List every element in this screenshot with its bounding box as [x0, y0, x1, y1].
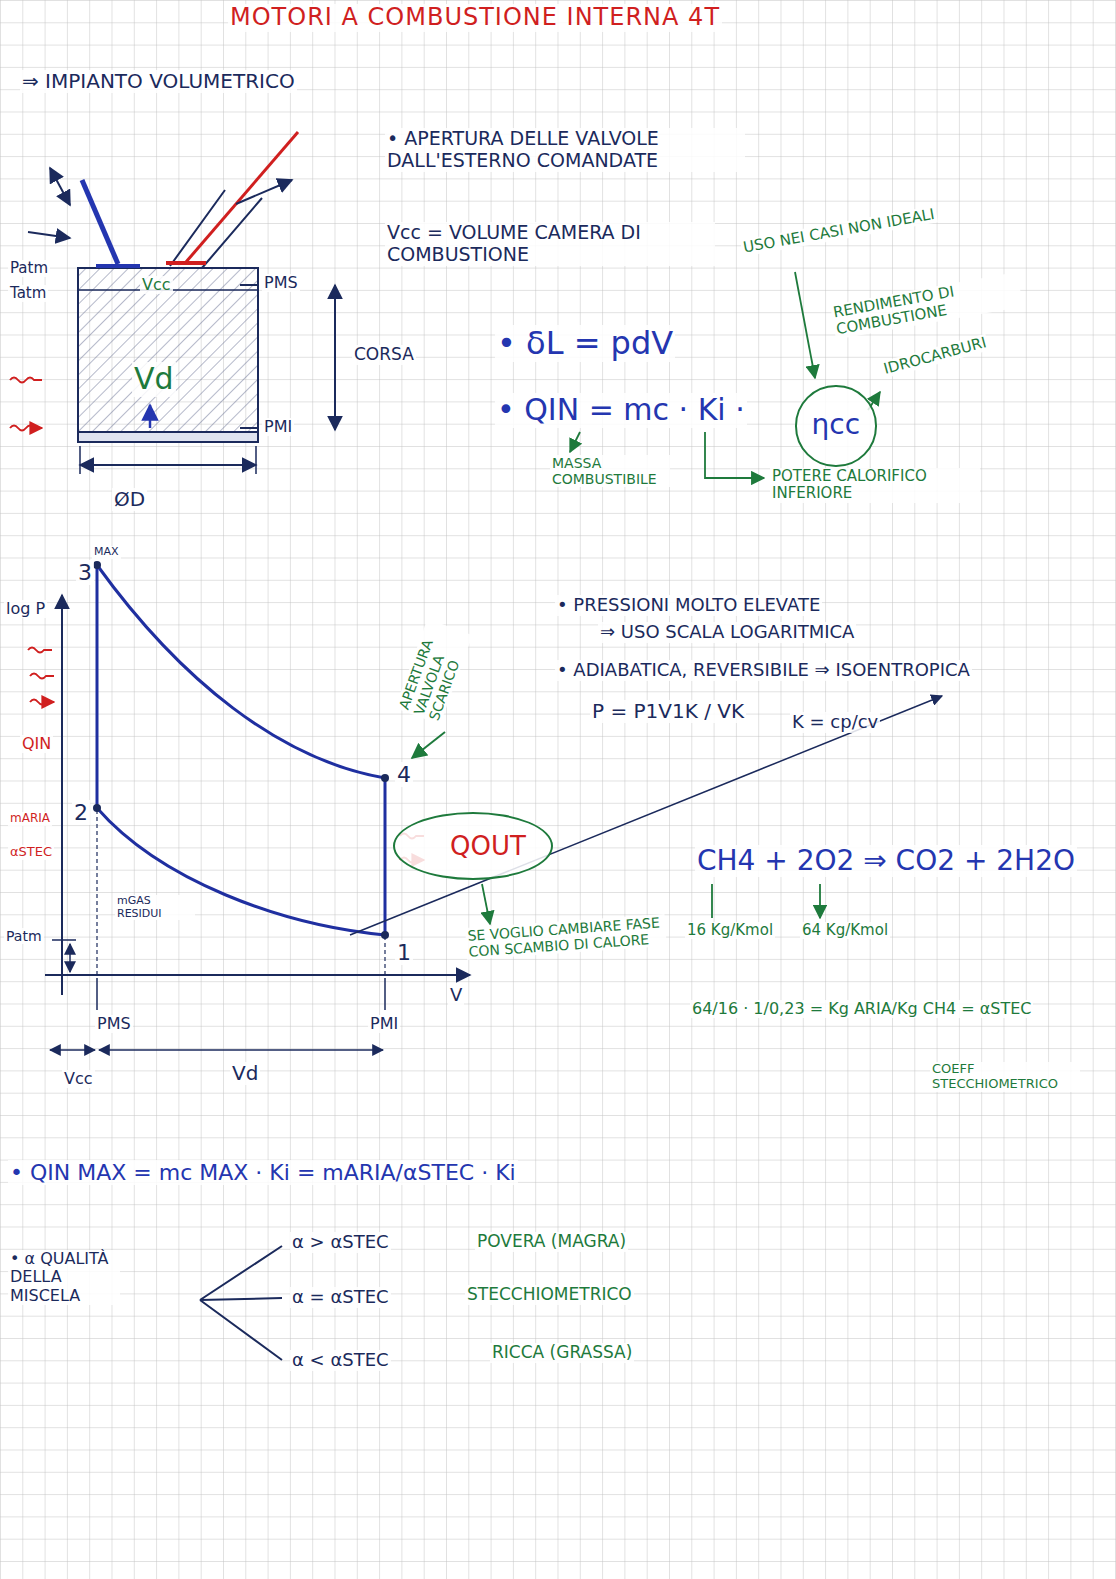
guide-line — [97, 808, 385, 975]
note-label: POTERE CALORIFICO INFERIORE — [770, 468, 980, 503]
note-label: • ADIABATICA, REVERSIBILE ⇒ ISOENTROPICA — [555, 660, 972, 681]
intake-flow-arrow — [28, 232, 70, 238]
note-label: Vd — [132, 362, 176, 397]
node-text: QOUT — [450, 832, 526, 861]
note-label: 16 Kg/Kmol — [685, 922, 775, 939]
note-label: 64/16 · 1/0,23 = Kg ARIA/Kg CH4 = αSTEC — [690, 1000, 1033, 1018]
leader-arrow — [705, 432, 764, 478]
note-label: Vcc — [62, 1070, 95, 1088]
leader-arrow — [712, 884, 820, 918]
node-text: ηcc — [811, 410, 860, 441]
circled-symbol: ηcc — [795, 385, 877, 467]
note-label: • PRESSIONI MOLTO ELEVATE — [555, 595, 822, 616]
note-label: log P — [4, 600, 47, 618]
note-label: 2 — [72, 800, 90, 825]
stroke-arrow — [334, 285, 336, 430]
compression-curve — [97, 808, 385, 935]
piston-arrow — [149, 405, 152, 428]
heat-wavy-arrow — [10, 378, 42, 431]
exhaust-valve — [186, 132, 298, 262]
note-label: MAX — [92, 546, 121, 559]
intake-valve-head — [96, 264, 140, 268]
valve-motion-arrow — [50, 168, 70, 205]
note-label: QIN — [20, 735, 53, 753]
note-label: COEFF STECCHIOMETRICO — [930, 1062, 1080, 1092]
x-axis — [45, 974, 470, 976]
note-label: • δL = pdV — [495, 325, 675, 362]
note-label: K = cp/cv — [790, 712, 880, 733]
note-label: PMS — [95, 1015, 133, 1033]
heat-wavy-arrow — [28, 648, 54, 705]
y-axis — [61, 595, 63, 995]
tdc-tick — [240, 284, 258, 286]
note-label: P = P1V1K / VK — [590, 700, 746, 723]
note-label: MASSA COMBUSTIBILE — [550, 455, 670, 487]
note-label: CH4 + 2O2 ⇒ CO2 + 2H2O — [695, 845, 1077, 877]
circled-quantity: QOUT — [393, 812, 553, 880]
note-label: Vd — [230, 1062, 260, 1085]
leader-arrow — [350, 696, 942, 935]
bore-dimension — [80, 464, 256, 466]
note-label: 1 — [395, 940, 413, 965]
position-tick — [97, 978, 385, 1010]
state-point — [381, 774, 389, 782]
note-label: PMI — [368, 1015, 400, 1033]
heat-input-line — [96, 565, 99, 808]
note-label: Patm — [8, 260, 50, 277]
bore-extension — [80, 446, 256, 474]
state-point — [93, 561, 101, 569]
state-point — [93, 804, 101, 812]
note-label: 64 Kg/Kmol — [800, 922, 890, 939]
piston — [78, 432, 258, 442]
note-label: Tatm — [8, 285, 48, 302]
note-label: STECCHIOMETRICO — [465, 1285, 634, 1305]
note-label: ⇒ USO SCALA LOGARITMICA — [598, 622, 856, 643]
note-label: PMI — [262, 418, 294, 436]
note-label: PMS — [262, 274, 300, 292]
intake-valve — [82, 180, 118, 264]
note-label: • α QUALITÀ DELLA MISCELA — [8, 1250, 120, 1305]
note-label: mGAS RESIDUI — [115, 895, 195, 920]
note-label: RICCA (GRASSA) — [490, 1343, 634, 1363]
expansion-curve — [97, 565, 385, 778]
note-label: Patm — [4, 928, 44, 944]
note-label: ØD — [112, 488, 147, 511]
note-label: • QIN MAX = mc MAX · Ki = mARIA/αSTEC · … — [8, 1160, 518, 1185]
leader-arrow — [412, 732, 445, 758]
note-label: mARIA — [8, 812, 52, 826]
heat-output-line — [384, 778, 387, 935]
note-label: CORSA — [352, 345, 416, 365]
state-point — [381, 931, 389, 939]
patm-arrow — [69, 944, 71, 972]
note-label: α = αSTEC — [290, 1287, 391, 1308]
note-label: α < αSTEC — [290, 1350, 391, 1371]
exhaust-flow-arrow — [236, 180, 292, 204]
vcc-dimension — [50, 1049, 95, 1051]
vd-dimension — [99, 1049, 383, 1051]
note-label: 4 — [395, 762, 413, 787]
note-label: • APERTURA DELLE VALVOLE DALL'ESTERNO CO… — [385, 128, 745, 172]
note-label: Vcc = VOLUME CAMERA DI COMBUSTIONE — [385, 222, 715, 266]
note-label: • QIN = mc · Ki · — [495, 393, 747, 428]
note-label: αSTEC — [8, 845, 54, 860]
cylinder — [78, 268, 258, 434]
exhaust-valve-head — [166, 261, 206, 265]
note-label: POVERA (MAGRA) — [475, 1232, 628, 1252]
leader-arrow — [482, 884, 490, 924]
note-label: Vcc — [140, 276, 173, 294]
note-label: 3 — [76, 560, 94, 585]
note-label: V — [448, 985, 464, 1006]
options-brace — [200, 1246, 282, 1360]
patm-tick — [52, 939, 76, 941]
leader-arrow — [795, 272, 815, 378]
note-label: ⇒ IMPIANTO VOLUMETRICO — [20, 70, 297, 93]
bdc-tick — [240, 427, 258, 429]
page-title: MOTORI A COMBUSTIONE INTERNA 4T — [228, 4, 722, 32]
note-label: α > αSTEC — [290, 1232, 391, 1253]
leader-arrow — [570, 432, 580, 452]
